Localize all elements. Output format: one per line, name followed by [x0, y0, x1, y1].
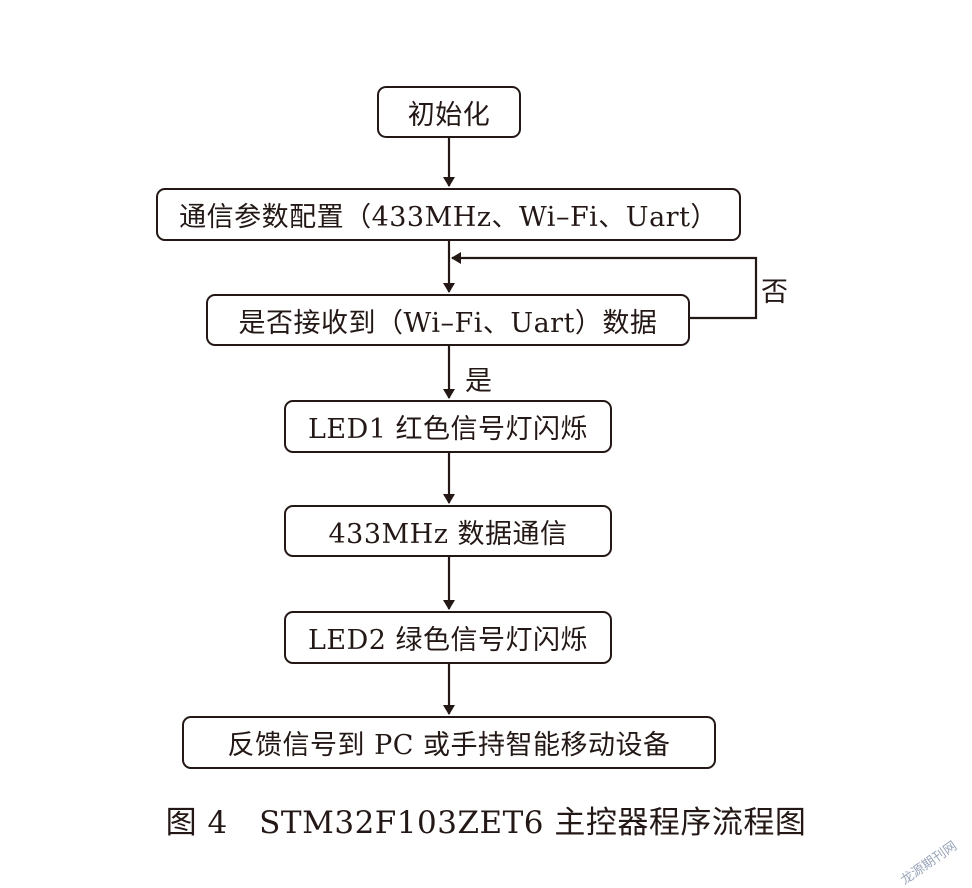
node-check: 是否接收到（Wi–Fi、Uart）数据	[206, 294, 690, 346]
node-led2-label: LED2 绿色信号灯闪烁	[307, 625, 589, 656]
node-led1-label: LED1 红色信号灯闪烁	[307, 414, 589, 445]
node-led1: LED1 红色信号灯闪烁	[284, 400, 612, 453]
node-config-label: 通信参数配置（433MHz、Wi–Fi、Uart）	[179, 202, 718, 233]
edge-label-yes: 是	[465, 366, 492, 397]
flowchart: 初始化 通信参数配置（433MHz、Wi–Fi、Uart） 是否接收到（Wi–F…	[156, 86, 960, 888]
node-check-label: 是否接收到（Wi–Fi、Uart）数据	[238, 307, 658, 339]
arrow-no-loop	[451, 252, 758, 320]
figure-caption: 图 4 STM32F103ZET6 主控器程序流程图	[165, 805, 807, 841]
node-comm-label: 433MHz 数据通信	[328, 518, 568, 550]
node-feedback-label: 反馈信号到 PC 或手持智能移动设备	[227, 730, 671, 761]
flowchart-connectors	[443, 138, 758, 715]
node-init-label: 初始化	[407, 99, 491, 131]
node-led2: LED2 绿色信号灯闪烁	[284, 611, 612, 664]
node-comm: 433MHz 数据通信	[284, 505, 612, 557]
node-config: 通信参数配置（433MHz、Wi–Fi、Uart）	[156, 188, 741, 241]
node-init: 初始化	[377, 86, 521, 138]
node-feedback: 反馈信号到 PC 或手持智能移动设备	[182, 716, 716, 769]
edge-label-no: 否	[761, 277, 788, 308]
